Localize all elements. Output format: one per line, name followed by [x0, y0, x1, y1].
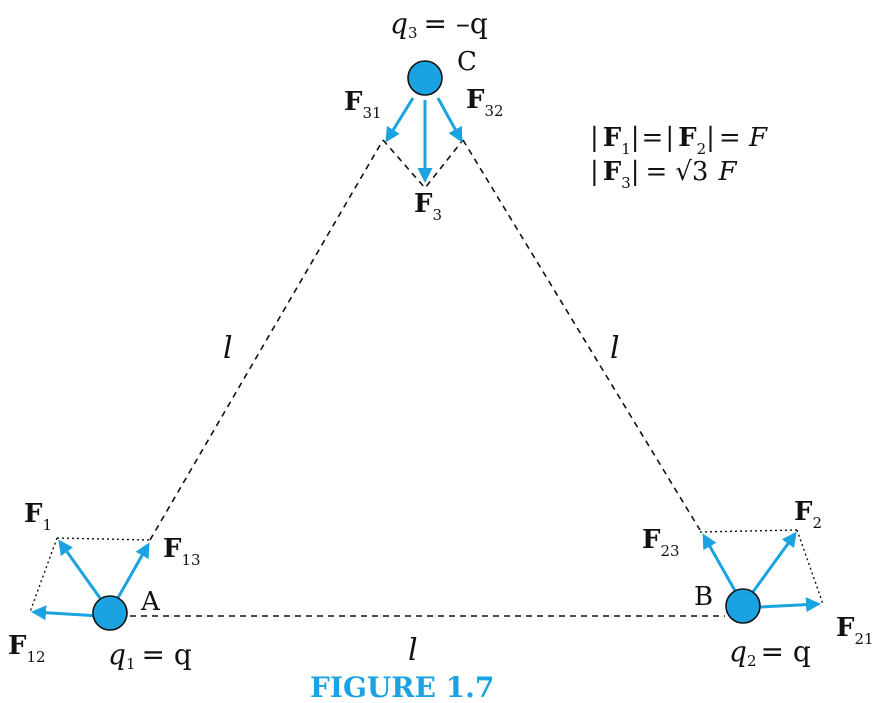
rel2-bar-1: |: [590, 157, 599, 187]
f31-sub: 31: [362, 104, 381, 122]
f23-sub: 23: [660, 542, 679, 560]
f23-letter: F: [642, 525, 661, 555]
f31-letter: F: [344, 87, 363, 117]
force-label-f1: F1: [24, 499, 52, 534]
charge-c: [407, 60, 443, 96]
charge-b-var: q: [729, 635, 747, 668]
force-label-f13: F13: [163, 534, 201, 569]
charge-label-b: q2= q: [729, 635, 811, 670]
side-label-ac: l: [223, 331, 233, 366]
charge-label-c: q3 = –q: [390, 7, 488, 42]
rel1-bar-1: |: [590, 123, 599, 153]
rel2-eq: =: [646, 157, 668, 187]
charge-c-var: q: [390, 7, 408, 40]
vertex-label-a: A: [140, 587, 161, 617]
f13-sub: 13: [181, 551, 200, 569]
force-label-f2: F2: [794, 497, 822, 532]
charge-c-rhs: = –q: [423, 7, 487, 40]
force-label-f23: F23: [642, 525, 680, 560]
construction-b-top: [699, 529, 798, 533]
force-label-f21: F21: [836, 613, 874, 648]
rel1-f1-sub: 1: [621, 140, 631, 158]
force-label-f12: F12: [8, 631, 46, 666]
force-arrow-f13: [113, 542, 150, 604]
rel1-bar-3: |: [665, 123, 674, 153]
charge-b-sub: 2: [747, 652, 757, 670]
rel2-f3-sub: 3: [621, 174, 631, 192]
charge-a: [92, 595, 128, 631]
force-arrow-f23: [702, 533, 740, 597]
f2-letter: F: [794, 497, 813, 527]
f3-sub: 3: [432, 206, 442, 224]
charge-a-rhs: = q: [141, 638, 191, 671]
force-arrow-f32: [436, 97, 463, 143]
force-label-f32: F32: [466, 85, 504, 120]
rel2-bar-2: |: [631, 157, 640, 187]
f3-letter: F: [414, 189, 433, 219]
f21-sub: 21: [854, 630, 873, 648]
rel1-f2-sub: 2: [697, 140, 707, 158]
f12-sub: 12: [26, 648, 45, 666]
rel1-bar-2: |: [631, 123, 640, 153]
charge-b: [725, 588, 761, 624]
f32-sub: 32: [484, 102, 503, 120]
force-label-f3: F3: [414, 189, 442, 224]
figure-caption: FIGURE 1.7: [310, 671, 494, 703]
construction-b-right: [796, 529, 824, 605]
construction-a-top: [56, 537, 151, 541]
rel1-eq: =: [642, 123, 664, 153]
rel1-bar-4: |: [706, 123, 715, 153]
rel2-rhs: F: [717, 157, 737, 187]
force-arrow-f12: [31, 605, 101, 621]
vertex-label-c: C: [457, 47, 477, 77]
charge-label-a: q1 = q: [108, 638, 192, 673]
rel2-root: √3: [675, 157, 708, 187]
side-label-bc: l: [610, 331, 620, 366]
f1-letter: F: [24, 499, 43, 529]
force-label-f31: F31: [344, 87, 382, 122]
f12-letter: F: [8, 631, 27, 661]
force-arrow-f1: [58, 539, 107, 606]
rel1-f1-letter: F: [603, 123, 622, 153]
vertex-label-b: B: [694, 582, 713, 612]
charge-a-var: q: [108, 638, 126, 671]
rel1-f2-letter: F: [678, 123, 697, 153]
f32-letter: F: [466, 85, 485, 115]
side-bc: [462, 139, 701, 531]
rel1-rhs: = F: [719, 123, 768, 153]
construction-a-left: [29, 537, 58, 613]
force-arrow-f31: [385, 97, 415, 143]
force-arrow-f21: [759, 597, 821, 613]
force-arrow-f2: [748, 531, 797, 597]
charge-c-sub: 3: [408, 24, 418, 42]
f2-sub: 2: [812, 514, 822, 532]
f13-letter: F: [163, 534, 182, 564]
relation-equal-magnitudes: |F1|=|F2|= F: [590, 123, 768, 158]
charge-b-rhs: = q: [760, 635, 810, 668]
f1-sub: 1: [42, 516, 52, 534]
construction-c: [382, 139, 464, 190]
side-ac: [149, 139, 384, 541]
charge-a-sub: 1: [126, 655, 136, 673]
rel2-f3-letter: F: [603, 157, 622, 187]
f21-letter: F: [836, 613, 855, 643]
side-label-ab: l: [408, 633, 418, 668]
